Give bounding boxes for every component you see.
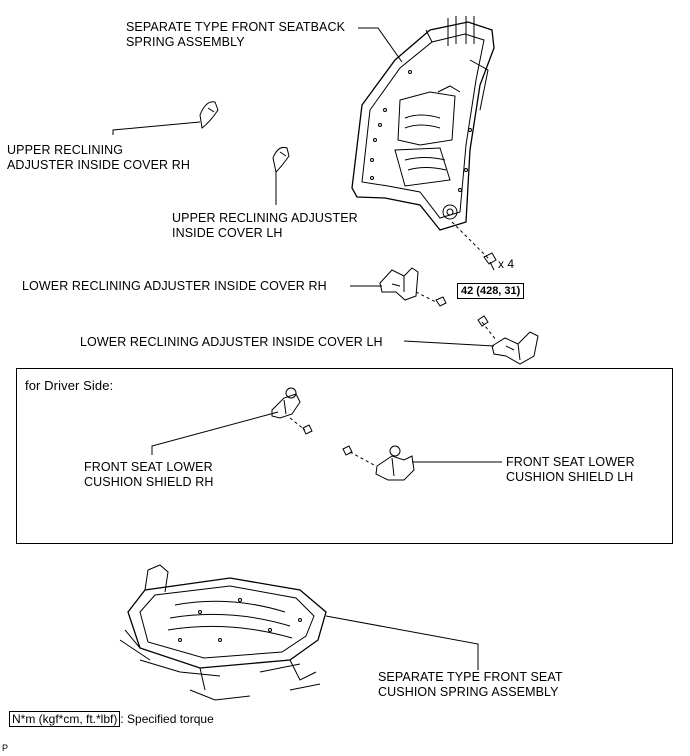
- lower-rh-cover-drawing: [380, 268, 418, 300]
- torque-legend-key: N*m (kgf*cm, ft.*lbf): [9, 711, 121, 727]
- torque-legend-text: : Specified torque: [120, 712, 214, 726]
- upper-rh-cover-drawing: [200, 102, 218, 128]
- driver-side-box: [16, 368, 673, 544]
- label-upper-reclining-cover-lh: UPPER RECLINING ADJUSTER INSIDE COVER LH: [172, 211, 358, 240]
- bolt-drawing-shield-lh: [343, 446, 352, 455]
- torque-legend: N*m (kgf*cm, ft.*lbf): Specified torque: [9, 711, 214, 727]
- label-cushion-spring-assembly: SEPARATE TYPE FRONT SEAT CUSHION SPRING …: [378, 670, 563, 699]
- seatback-frame-drawing: [352, 16, 494, 230]
- label-upper-reclining-cover-rh: UPPER RECLINING ADJUSTER INSIDE COVER RH: [7, 143, 190, 172]
- label-lower-reclining-cover-rh: LOWER RECLINING ADJUSTER INSIDE COVER RH: [22, 279, 327, 293]
- driver-side-title: for Driver Side:: [25, 378, 114, 393]
- bolt-drawing-top: [484, 253, 496, 270]
- bolt-quantity: x 4: [498, 257, 515, 271]
- upper-lh-cover-drawing: [273, 147, 289, 172]
- bolt-drawing-lower-rh: [436, 297, 446, 306]
- bolt-drawing-lower-lh: [478, 316, 488, 326]
- bolt-drawing-shield-rh: [303, 425, 312, 434]
- shield-rh-drawing: [272, 388, 300, 418]
- label-cushion-shield-rh: FRONT SEAT LOWER CUSHION SHIELD RH: [84, 460, 214, 489]
- label-cushion-shield-lh: FRONT SEAT LOWER CUSHION SHIELD LH: [506, 455, 635, 484]
- label-seatback-spring-assembly: SEPARATE TYPE FRONT SEATBACK SPRING ASSE…: [126, 20, 346, 49]
- label-lower-reclining-cover-lh: LOWER RECLINING ADJUSTER INSIDE COVER LH: [80, 335, 383, 349]
- cushion-frame-drawing: [120, 565, 326, 700]
- torque-spec-badge: 42 (428, 31): [457, 283, 525, 299]
- shield-lh-drawing: [376, 446, 414, 480]
- corner-mark: P: [2, 743, 9, 753]
- lower-lh-cover-drawing: [492, 332, 538, 364]
